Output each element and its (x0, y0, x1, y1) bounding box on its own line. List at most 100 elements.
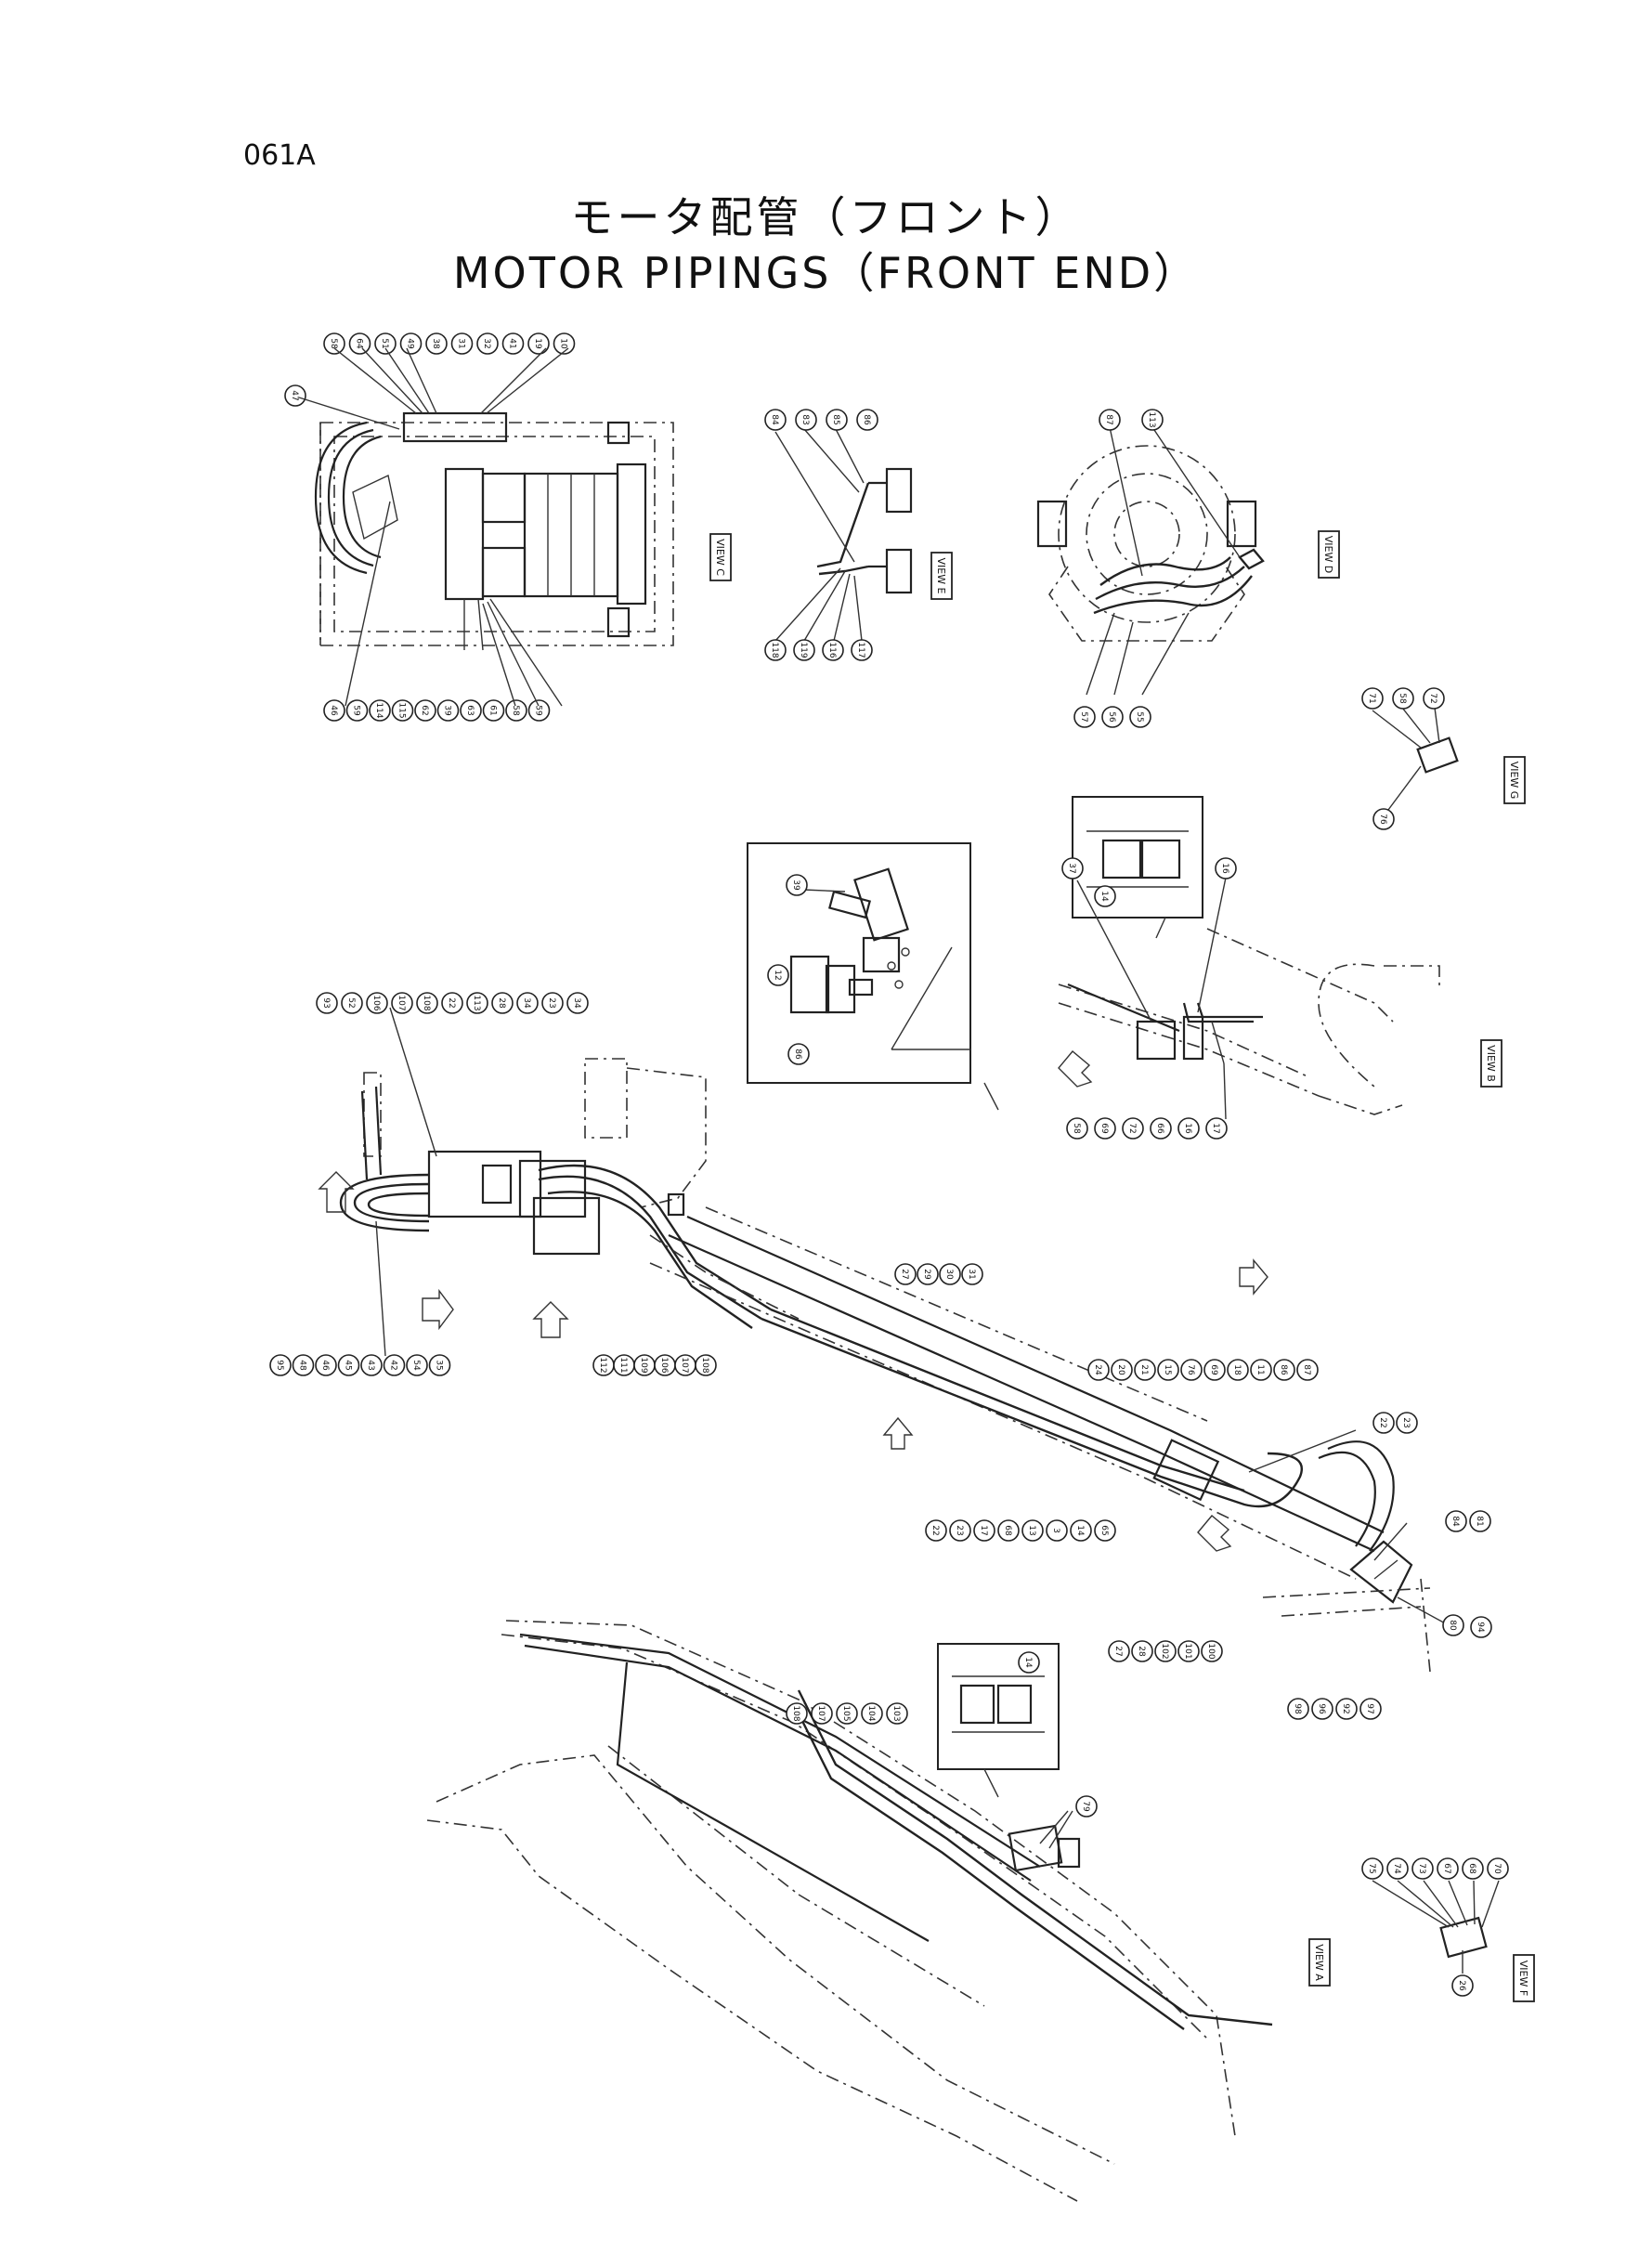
callout-59: 59 (345, 699, 369, 722)
svg-text:22: 22 (930, 1525, 940, 1535)
svg-text:100: 100 (1206, 1643, 1216, 1659)
svg-text:106: 106 (659, 1357, 669, 1373)
callout-86: 86 (1273, 1359, 1295, 1381)
svg-text:70: 70 (1492, 1863, 1502, 1874)
callout-68: 68 (1462, 1857, 1484, 1880)
svg-text:28: 28 (1137, 1646, 1146, 1657)
svg-text:107: 107 (816, 1705, 826, 1721)
svg-text:69: 69 (1209, 1364, 1218, 1375)
svg-text:105: 105 (841, 1705, 851, 1721)
svg-text:VIEW B: VIEW B (1485, 1045, 1497, 1082)
view-arrow-markers (318, 1050, 1268, 1552)
callout-20: 20 (1111, 1359, 1133, 1381)
svg-text:51: 51 (380, 338, 389, 348)
svg-text:32: 32 (482, 338, 491, 348)
callout-52: 52 (341, 992, 363, 1014)
callout-87: 87 (1099, 409, 1121, 431)
svg-text:74: 74 (1392, 1863, 1401, 1874)
callout-100: 100 (1201, 1640, 1223, 1662)
callout-72: 72 (1423, 687, 1445, 710)
svg-text:46: 46 (329, 705, 338, 716)
callout-31: 31 (961, 1263, 983, 1285)
svg-text:23: 23 (1401, 1417, 1411, 1427)
callout-42: 42 (383, 1354, 406, 1376)
svg-text:62: 62 (420, 705, 429, 715)
svg-text:37: 37 (1067, 863, 1076, 873)
svg-text:26: 26 (1457, 1980, 1466, 1991)
svg-text:14: 14 (1023, 1657, 1033, 1668)
callout-55: 55 (1129, 706, 1151, 728)
callout-58: 58 (1066, 1117, 1088, 1140)
callout-111: 111 (613, 1354, 635, 1376)
svg-text:84: 84 (770, 414, 779, 425)
callout-35: 35 (428, 1354, 451, 1376)
callout-59: 59 (527, 699, 551, 722)
svg-text:27: 27 (1113, 1646, 1123, 1656)
svg-text:56: 56 (1107, 711, 1116, 723)
svg-text:22: 22 (447, 997, 456, 1008)
view-e-drawing (774, 428, 913, 642)
callout-74: 74 (1386, 1857, 1409, 1880)
callout-70: 70 (1487, 1857, 1509, 1880)
svg-text:34: 34 (522, 997, 531, 1009)
svg-text:18: 18 (1232, 1364, 1242, 1375)
svg-text:58: 58 (329, 338, 338, 349)
callout-23: 23 (949, 1519, 971, 1542)
callout-113: 113 (1141, 409, 1164, 431)
svg-text:97: 97 (1365, 1703, 1374, 1713)
callout-84: 84 (764, 409, 787, 431)
callout-84: 84 (1445, 1510, 1467, 1532)
svg-text:119: 119 (799, 642, 808, 658)
svg-text:VIEW E: VIEW E (935, 557, 947, 593)
svg-text:VIEW A: VIEW A (1313, 1944, 1325, 1981)
callout-48: 48 (292, 1354, 315, 1376)
view-tag-b: VIEW B (1480, 1039, 1502, 1088)
callout-62: 62 (414, 699, 436, 722)
callout-16: 16 (1177, 1117, 1200, 1140)
svg-text:23: 23 (547, 997, 556, 1008)
svg-text:49: 49 (406, 338, 415, 349)
svg-text:115: 115 (397, 702, 407, 718)
callout-11: 11 (1250, 1359, 1272, 1381)
callout-37: 37 (1061, 857, 1084, 879)
callout-107: 107 (391, 992, 413, 1014)
callout-69: 69 (1203, 1359, 1226, 1381)
callout-86: 86 (856, 409, 878, 431)
callout-68: 68 (997, 1519, 1020, 1542)
svg-text:112: 112 (598, 1357, 607, 1373)
svg-text:94: 94 (1476, 1622, 1485, 1633)
callout-27: 27 (894, 1263, 917, 1285)
main-assembly-drawing (339, 1007, 800, 1357)
svg-text:73: 73 (1417, 1863, 1426, 1873)
callout-39: 39 (786, 874, 808, 896)
svg-text:13: 13 (1027, 1525, 1036, 1535)
svg-text:118: 118 (770, 642, 779, 658)
callout-23: 23 (541, 992, 564, 1014)
callout-28: 28 (1131, 1640, 1153, 1662)
svg-text:107: 107 (397, 995, 406, 1010)
svg-text:113: 113 (1147, 411, 1156, 427)
callout-94: 94 (1470, 1616, 1492, 1638)
view-c-leaders (298, 347, 569, 707)
svg-text:98: 98 (1293, 1703, 1302, 1714)
callout-112: 112 (592, 1354, 615, 1376)
callout-66: 66 (1150, 1117, 1172, 1140)
svg-text:58: 58 (1398, 693, 1407, 704)
svg-text:30: 30 (944, 1269, 954, 1280)
callout-108: 108 (416, 992, 438, 1014)
svg-text:75: 75 (1367, 1863, 1376, 1873)
callout-30: 30 (939, 1263, 961, 1285)
callout-28: 28 (491, 992, 514, 1014)
callout-54: 54 (406, 1354, 428, 1376)
svg-text:108: 108 (422, 995, 431, 1010)
svg-text:31: 31 (457, 338, 466, 348)
callout-75: 75 (1361, 1857, 1384, 1880)
callout-81: 81 (1469, 1510, 1491, 1532)
callout-71: 71 (1361, 687, 1384, 710)
svg-text:29: 29 (922, 1269, 931, 1280)
callout-64: 64 (348, 332, 371, 355)
callout-17: 17 (973, 1519, 995, 1542)
svg-text:58: 58 (1072, 1123, 1081, 1134)
